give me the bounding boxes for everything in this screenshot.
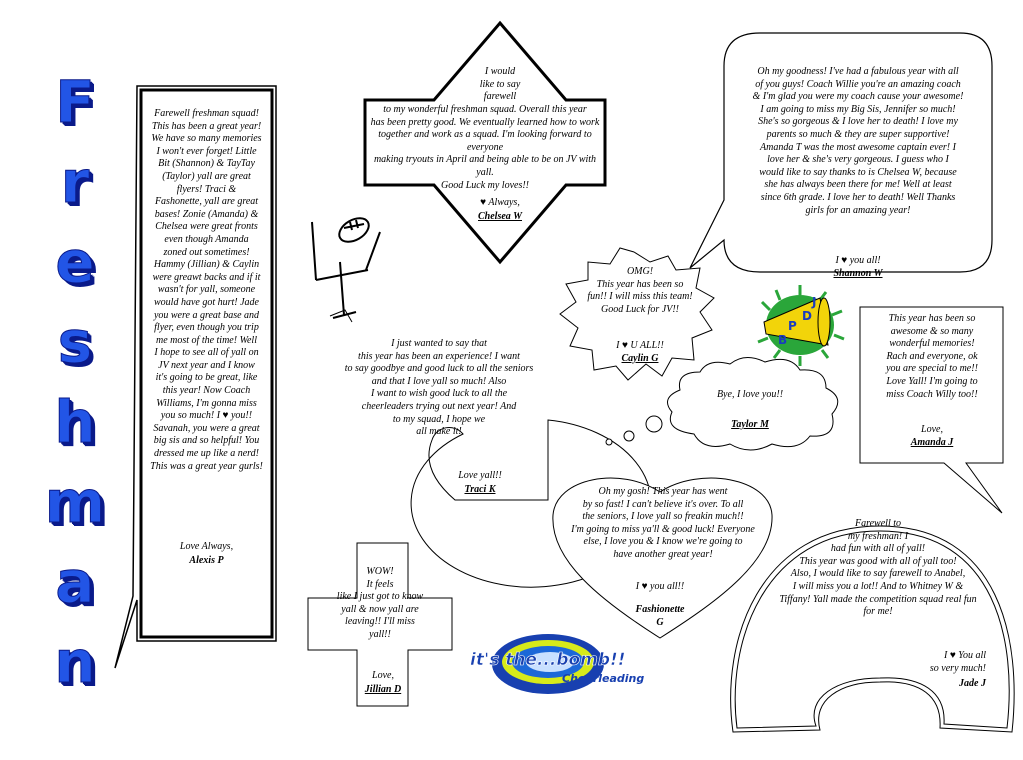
jillian-body: WOW! It feels like I just got to know ya… [336, 566, 424, 640]
title-letter: h [54, 388, 96, 457]
taylor-body: Bye, I love you!! [716, 389, 784, 400]
title-letter: s [57, 308, 93, 377]
svg-text:J: J [811, 295, 816, 309]
chelsea-body: to my wonderful freshman squad. Overall … [370, 104, 600, 191]
shannon-body: Oh my goodness! I've had a fabulous year… [752, 66, 964, 216]
traci-closing: Love yall!! [458, 470, 502, 481]
title-letter: a [55, 548, 95, 617]
title-letter: m [44, 468, 106, 537]
chelsea-signature: Chelsea W [478, 211, 522, 222]
amanda-signature: Amanda J [910, 437, 954, 448]
alexis-box-border [114, 85, 277, 669]
alexis-body: Farewell freshman squad! This has been a… [150, 108, 263, 472]
svg-text:P: P [788, 319, 797, 333]
fashionette-closing: I ♥ you all!! [635, 581, 685, 592]
title-letter: r [60, 148, 90, 217]
chelsea-closing: ♥ Always, [480, 197, 520, 208]
football-goalpost-icon [311, 217, 381, 323]
fashionette-body: Oh my gosh! This year has went by so fas… [571, 486, 755, 560]
chelsea-intro: I would like to say farewell [479, 66, 521, 103]
amanda-bubble-shape [859, 306, 1004, 514]
shannon-bubble-shape [689, 32, 993, 273]
alexis-signature: Alexis P [189, 555, 224, 566]
svg-text:B: B [778, 333, 787, 347]
caylin-closing: I ♥ U ALL!! [616, 340, 664, 351]
caylin-starburst-shape [559, 247, 715, 381]
jade-signature: Jade J [959, 678, 986, 689]
cheer-logo-swoosh [492, 634, 604, 694]
shannon-signature: Shannon W [833, 268, 883, 279]
jillian-cross-shape [307, 542, 453, 707]
freshman-title: F r e s h m a n [30, 62, 120, 702]
shannon-closing: I ♥ you all! [835, 255, 881, 266]
caylin-body: OMG! This year has been so fun!! I will … [587, 266, 693, 315]
traci-signature: Traci K [464, 484, 496, 495]
jade-closing: I ♥ You all so very much! [929, 650, 986, 674]
svg-text:D: D [802, 309, 812, 323]
fashionette-signature: Fashionette G [635, 604, 685, 628]
chelsea-arrow-shape [363, 20, 607, 265]
amanda-closing: Love, [921, 424, 943, 435]
taylor-cloud-shape [605, 357, 839, 451]
title-letter: n [54, 628, 96, 697]
title-letter: e [55, 228, 95, 297]
taylor-signature: Taylor M [731, 419, 769, 430]
jade-body: Farewell to my freshman! I had fun with … [779, 518, 977, 618]
pompom-megaphone-icon: B P D J [757, 285, 845, 366]
jade-arch-shape [730, 525, 1015, 733]
jillian-signature: Jillian D [364, 684, 402, 695]
alexis-closing: Love Always, [179, 541, 234, 552]
title-letter: F [55, 68, 96, 137]
logo-line2: Cheerleading [562, 672, 645, 685]
logo-line1: it's the...bomb!! [470, 650, 626, 671]
traci-body: I just wanted to say that this year has … [344, 338, 534, 438]
amanda-body: This year has been so awesome & so many … [886, 313, 978, 400]
caylin-signature: Caylin G [621, 353, 659, 364]
jillian-closing: Love, [372, 670, 394, 681]
fashionette-heart-shape [552, 477, 773, 639]
